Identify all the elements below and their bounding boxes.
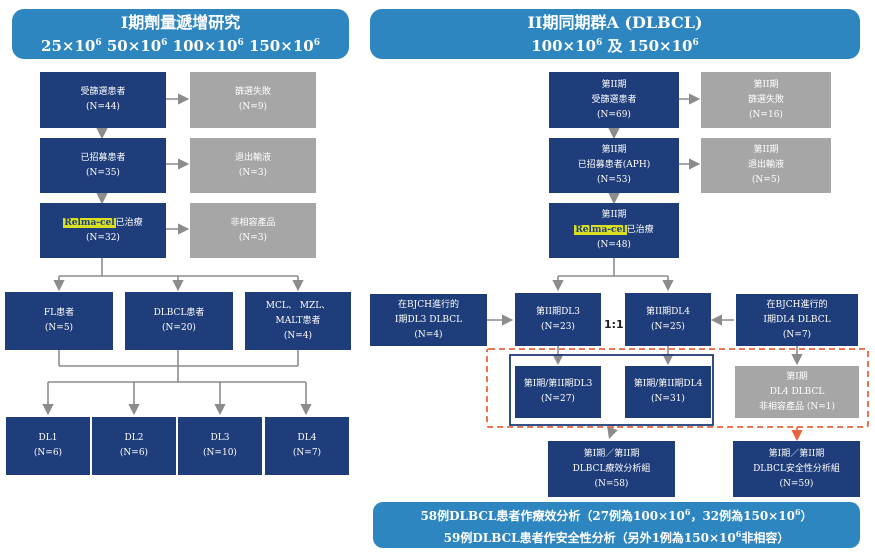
- left-banner-title: I期劑量遞增研究: [120, 13, 241, 32]
- left-enrolled-box: 已招募患者(N=35): [40, 138, 166, 193]
- right-screened-box: 第II期受篩選患者(N=69): [549, 72, 679, 128]
- p2-dl3-box: 第II期DL3(N=23): [515, 293, 601, 346]
- right-banner-doses: 100×106 及 150×106: [531, 37, 699, 55]
- dl2-box: DL2(N=6): [92, 417, 176, 475]
- p12-dl4-box: 第I期/第II期DL4(N=31): [625, 366, 711, 418]
- dl3-box: DL3(N=10): [178, 417, 262, 475]
- fl-box: FL患者(N=5): [5, 292, 113, 350]
- left-nonconforming-box: 非相容產品(N=3): [190, 203, 316, 258]
- mcl-box: MCL、 MZL、MALT患者(N=4): [245, 292, 351, 350]
- right-screen-fail-box: 第II期篩選失敗(N=16): [701, 72, 831, 128]
- bottom-banner: 58例DLBCL患者作療效分析（27例為100×106，32例為150×106）…: [373, 502, 860, 548]
- right-enrolled-box: 第II期已招募患者(APH)(N=53): [549, 138, 679, 193]
- dose-3: 100×106: [172, 37, 244, 55]
- right-banner-title: II期同期群A (DLBCL): [527, 13, 703, 32]
- right-treated-box: 第II期 Relma-cel已治療 (N=48): [549, 203, 679, 258]
- bottom-banner-line2: 59例DLBCL患者作安全性分析（另外1例為150×106非相容）: [443, 529, 790, 545]
- p12-dl3-box: 第I期/第II期DL3(N=27): [515, 366, 601, 418]
- dl1-box: DL1(N=6): [6, 417, 90, 475]
- ratio-label: 1:1: [604, 318, 624, 331]
- dl4-box: DL4(N=7): [265, 417, 349, 475]
- left-screen-fail-box: 篩選失敗(N=9): [190, 72, 316, 128]
- p2-dl4-box: 第II期DL4(N=25): [625, 293, 711, 346]
- dose-1: 25×106: [41, 37, 102, 55]
- left-withdrew-box: 退出輸液(N=3): [190, 138, 316, 193]
- left-treated-box: Relma-cel已治療 (N=32): [40, 203, 166, 258]
- left-banner: I期劑量遞增研究 25×106 50×106 100×106 150×106: [12, 9, 349, 59]
- dlbcl-box: DLBCL患者(N=20): [125, 292, 233, 350]
- dose-4: 150×106: [248, 37, 320, 55]
- p12-group-frame: [509, 354, 714, 426]
- left-banner-doses: 25×106 50×106 100×106 150×106: [12, 33, 349, 56]
- right-banner: II期同期群A (DLBCL) 100×106 及 150×106: [370, 9, 860, 59]
- bottom-banner-line1: 58例DLBCL患者作療效分析（27例為100×106，32例為150×106）: [420, 507, 813, 523]
- dose-2: 50×106: [106, 37, 168, 55]
- left-screened-box: 受篩選患者(N=44): [40, 72, 166, 128]
- right-withdrew-box: 第II期退出輸液(N=5): [701, 138, 831, 193]
- dashed-frame: [486, 348, 869, 428]
